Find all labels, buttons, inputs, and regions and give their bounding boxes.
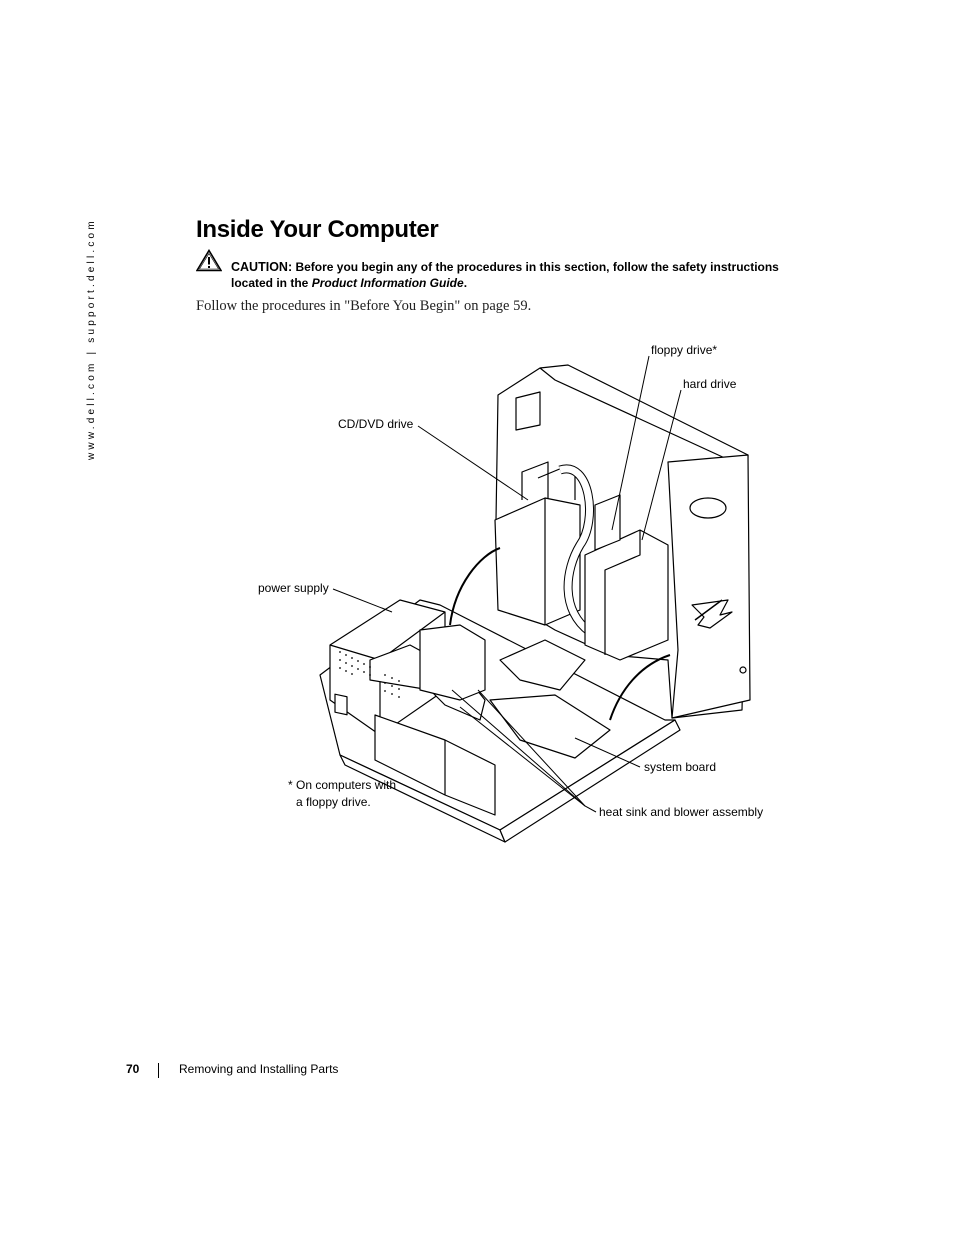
system-board <box>489 694 611 759</box>
callout-system-board: system board <box>644 760 717 774</box>
caution-notice: CAUTION: Before you begin any of the pro… <box>231 259 791 291</box>
callout-hard-drive: hard drive <box>683 377 737 391</box>
callout-cd-dvd-drive: CD/DVD drive <box>338 417 414 431</box>
callout-floppy-drive: floppy drive* <box>651 343 718 357</box>
caution-text: Before you begin any of the procedures i… <box>231 260 779 290</box>
callout-heat-sink: heat sink and blower assembly <box>599 805 764 819</box>
footnote-line-1: * On computers with <box>288 778 397 792</box>
intro-text: Follow the procedures in "Before You Beg… <box>196 298 532 314</box>
footer-divider <box>158 1063 159 1078</box>
side-cover <box>667 454 751 719</box>
page-title: Inside Your Computer <box>196 216 439 243</box>
footer-section-title: Removing and Installing Parts <box>179 1062 339 1076</box>
callout-leaders <box>332 355 682 813</box>
footnote-line-2: a floppy drive. <box>296 795 371 809</box>
power-supply-vents <box>339 651 400 698</box>
callout-power-supply: power supply <box>258 581 329 595</box>
page-number: 70 <box>126 1062 140 1076</box>
caution-label: CAUTION: <box>231 260 293 274</box>
caution-guide-title: Product Information Guide <box>311 276 464 290</box>
caution-end: . <box>463 276 468 290</box>
warning-triangle-icon <box>196 249 222 272</box>
